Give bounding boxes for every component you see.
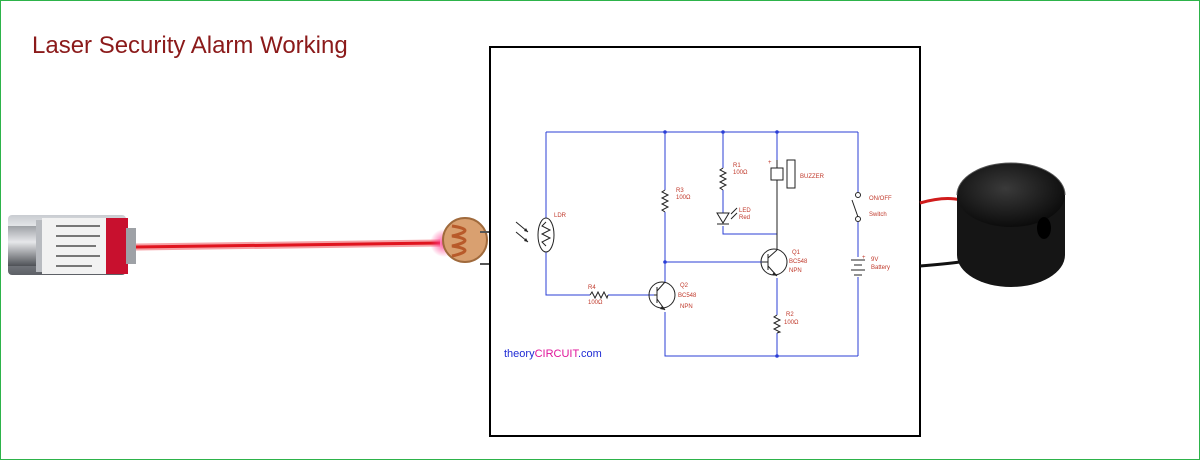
watermark-suffix: .com (578, 348, 602, 360)
ldr-sensor-icon (442, 217, 492, 265)
q1-type: NPN (789, 268, 802, 274)
battery-symbol: + 9V Battery (851, 255, 890, 276)
r4-name: R4 (588, 285, 596, 291)
piezo-buzzer-icon (956, 162, 1066, 287)
q2-name: Q2 (680, 283, 689, 289)
laser-beam (135, 229, 458, 257)
red-wire (919, 197, 961, 205)
watermark-highlight: CIRCUIT (535, 348, 580, 360)
transistor-q2: Q2 BC548 NPN (648, 281, 697, 311)
resistor-r4: R4 100Ω (588, 285, 609, 306)
battery-line2: Battery (871, 265, 890, 271)
q2-part: BC548 (678, 293, 697, 299)
title-part2: Working (260, 32, 348, 59)
q2-type: NPN (680, 304, 693, 310)
led-symbol: LED Red (716, 207, 751, 225)
q1-part: BC548 (789, 259, 808, 265)
black-wire (919, 260, 961, 268)
watermark: theoryCIRCUIT.com (504, 348, 602, 360)
buzzer-label: BUZZER (800, 174, 825, 180)
buzzer-symbol: + BUZZER (768, 159, 825, 250)
r2-name: R2 (786, 312, 794, 318)
led-name: LED (739, 208, 751, 214)
r3-value: 100Ω (676, 195, 691, 201)
battery-polarity: + (862, 255, 866, 261)
r1-value: 100Ω (733, 170, 748, 176)
title-part1: Laser Security Alarm (32, 32, 254, 59)
resistor-r2: R2 100Ω (772, 312, 799, 334)
onoff-switch-symbol: ON/OFF Switch (851, 192, 892, 222)
transistor-q1: Q1 BC548 NPN (760, 248, 808, 277)
resistor-r3: R3 100Ω (660, 188, 691, 213)
battery-line1: 9V (871, 257, 878, 263)
buzzer-polarity: + (768, 160, 772, 166)
resistor-r1: R1 100Ω (718, 163, 748, 191)
r2-value: 100Ω (784, 320, 799, 326)
led-value: Red (739, 215, 750, 221)
q1-name: Q1 (792, 250, 801, 256)
switch-line1: ON/OFF (869, 196, 892, 202)
laser-pointer-icon (8, 215, 136, 275)
switch-line2: Switch (869, 212, 887, 218)
r1-name: R1 (733, 163, 741, 169)
ldr-symbol: LDR (515, 213, 567, 253)
page-title: Laser Security Alarm Working (32, 32, 348, 60)
circuit-box (489, 46, 921, 437)
r3-name: R3 (676, 188, 684, 194)
circuit-wiring (545, 130, 859, 358)
watermark-prefix: theory (504, 348, 535, 360)
r4-value: 100Ω (588, 300, 603, 306)
ldr-label: LDR (554, 213, 567, 219)
